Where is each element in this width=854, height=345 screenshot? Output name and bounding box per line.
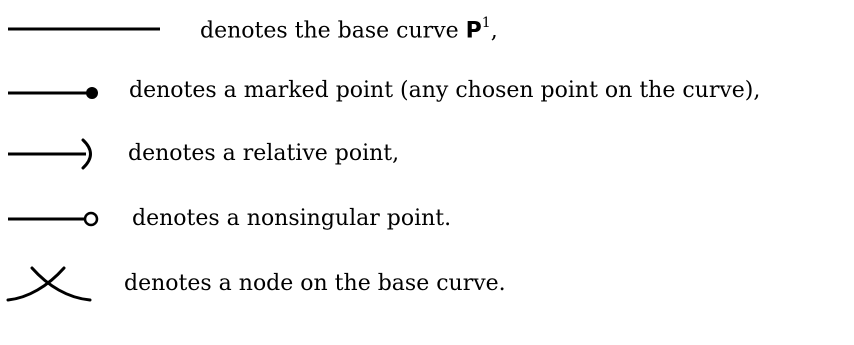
legend-row-node: denotes a node on the base curve. — [0, 262, 854, 306]
legend-text-base-curve: denotes the base curve P1, — [200, 15, 498, 44]
node-crossing-icon — [6, 262, 118, 306]
legend-row-nonsingular-point: denotes a nonsingular point. — [0, 197, 854, 241]
relative-point-arc-icon — [6, 132, 118, 176]
legend-text-nonsingular-point: denotes a nonsingular point. — [132, 206, 452, 231]
base-curve-line-icon — [6, 3, 162, 47]
legend-text-node: denotes a node on the base curve. — [124, 271, 506, 296]
legend-row-base-curve: denotes the base curve P1, — [0, 3, 854, 47]
marked-point-filled-dot-icon — [6, 69, 118, 113]
projective-line-symbol: P — [465, 18, 482, 44]
legend-row-marked-point: denotes a marked point (any chosen point… — [0, 69, 854, 113]
legend-text-relative-point: denotes a relative point, — [128, 141, 400, 166]
legend-text-marked-point: denotes a marked point (any chosen point… — [129, 78, 761, 103]
projective-line-superscript: 1 — [481, 15, 491, 31]
legend-row-relative-point: denotes a relative point, — [0, 132, 854, 176]
nonsingular-point-open-circle-icon — [6, 197, 118, 241]
